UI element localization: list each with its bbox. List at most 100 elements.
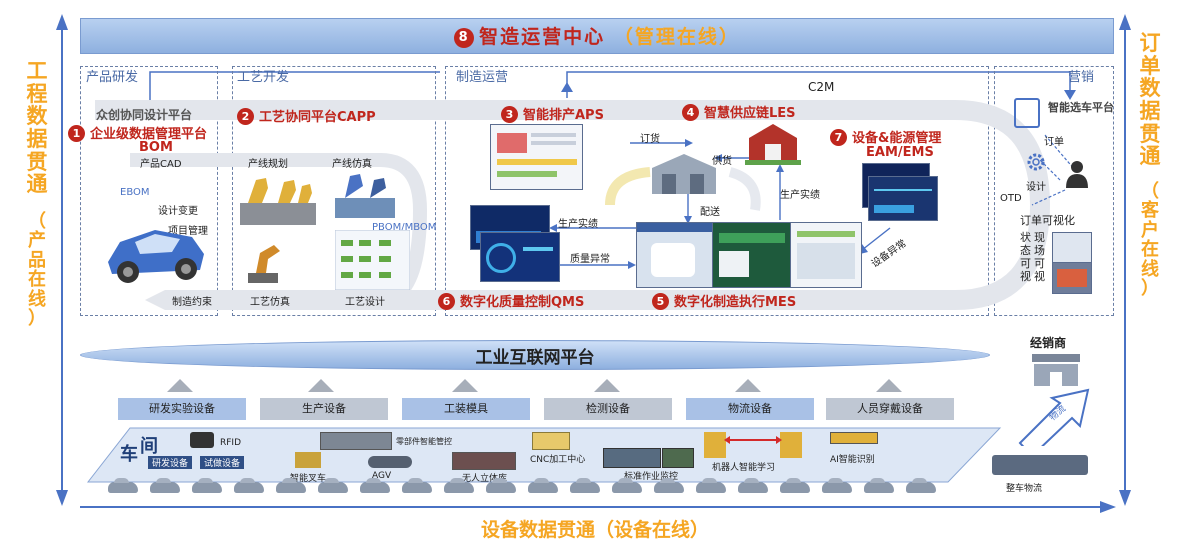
- label-ebom: EBOM: [120, 187, 150, 198]
- car-4: [234, 478, 264, 493]
- label-order-visual: 订单可视化: [1020, 214, 1075, 227]
- label-ai: AI智能识别: [830, 455, 875, 465]
- order-form-icon: [1014, 98, 1040, 128]
- aps-screenshot: [490, 124, 583, 190]
- label-line-sim: 产线仿真: [332, 159, 372, 170]
- supplier-barn-icon: [745, 124, 801, 165]
- header-bar: [80, 18, 1114, 54]
- label-constraint: 制造约束: [172, 297, 212, 308]
- label-pbom: PBOM/MBOM: [372, 222, 437, 233]
- device-inspection: 检测设备: [544, 398, 672, 420]
- robot-learning-icon: [704, 432, 802, 458]
- section-process-title: 工艺开发: [237, 70, 290, 85]
- label-live-visual: 现场可视: [1034, 231, 1045, 283]
- label-cnc: CNC加工中心: [530, 455, 586, 465]
- car-18: [822, 478, 852, 493]
- car-8: [402, 478, 432, 493]
- label-prod-report-2: 生产实绩: [558, 219, 598, 230]
- label-proc-design: 工艺设计: [345, 297, 385, 308]
- label-agv: AGV: [372, 471, 392, 481]
- m7-sub: EAM/EMS: [866, 145, 934, 160]
- car-14: [654, 478, 684, 493]
- car-1: [108, 478, 138, 493]
- eam-screenshot-2: [868, 176, 938, 221]
- concept-car-icon: [108, 230, 204, 283]
- car-7: [360, 478, 390, 493]
- parts-control-img: [320, 432, 392, 450]
- workshop-jian: 间: [140, 436, 158, 457]
- label-deliver: 配送: [700, 207, 720, 218]
- car-12: [570, 478, 600, 493]
- m1-line1: 众创协同设计平台: [96, 108, 193, 122]
- car-carrier-icon: [992, 455, 1088, 475]
- section-mfg-title: 制造运营: [456, 70, 509, 85]
- label-design: 设计: [1026, 182, 1046, 193]
- c2m-label: C2M: [808, 80, 835, 94]
- device-rd: 研发实验设备: [118, 398, 246, 420]
- mes-screen-3: [790, 222, 862, 288]
- device-logistics: 物流设备: [686, 398, 814, 420]
- label-forklift: 智能叉车: [290, 474, 327, 484]
- label-car-logistics: 整车物流: [1006, 484, 1043, 494]
- label-change: 设计变更: [158, 206, 198, 217]
- panel-process: [232, 66, 436, 316]
- car-17: [780, 478, 810, 493]
- label-warehouse: 无人立体库: [462, 474, 508, 484]
- section-marketing-title: 营销: [1068, 70, 1095, 85]
- arrow-up-6: [876, 379, 902, 392]
- panel-manufacturing: [445, 66, 989, 316]
- panel-product: [80, 66, 218, 316]
- header-main: 智造运营中心: [479, 26, 606, 48]
- gear-icon: [1027, 153, 1045, 171]
- label-line-plan: 产线规划: [248, 159, 288, 170]
- label-cad: 产品CAD: [140, 159, 182, 170]
- cnc-icon: [532, 432, 570, 450]
- car-13: [612, 478, 642, 493]
- car-15: [696, 478, 726, 493]
- label-supply: 供货: [712, 156, 732, 167]
- robot-arm-icon: [248, 245, 280, 283]
- label-rfid: RFID: [220, 438, 242, 448]
- badge-8: 8: [454, 28, 475, 48]
- label-otd: OTD: [1000, 193, 1022, 204]
- process-flow-icon: [335, 230, 410, 290]
- car-6: [318, 478, 348, 493]
- tag-rd-equip: 研发设备: [148, 456, 193, 469]
- warehouse-icon: [652, 154, 716, 194]
- label-proc-sim: 工艺仿真: [250, 297, 290, 308]
- customer-icon: [1066, 161, 1088, 188]
- robot-line-icon: [240, 178, 316, 225]
- standard-ops-img-1: [603, 448, 661, 468]
- arrow-up-3: [452, 379, 478, 392]
- arrow-up-5: [735, 379, 761, 392]
- device-wearable: 人员穿戴设备: [826, 398, 954, 420]
- label-robot: 机器人智能学习: [712, 463, 776, 473]
- line-sim-icon: [335, 174, 395, 218]
- section-product-title: 产品研发: [86, 70, 139, 85]
- label-standard: 标准作业监控: [624, 472, 679, 482]
- standard-ops-img-2: [662, 448, 694, 468]
- car-11: [528, 478, 558, 493]
- agv-icon: [368, 456, 412, 468]
- car-20: [906, 478, 936, 493]
- store-icon: [1032, 354, 1080, 386]
- logistics-arrow-icon: [1018, 388, 1090, 446]
- warehouse-img: [452, 452, 516, 470]
- platform-bar: [80, 340, 990, 370]
- label-parts: 零部件智能管控: [396, 437, 452, 446]
- car-5: [276, 478, 306, 493]
- dealer-label: 经销商: [1030, 336, 1067, 350]
- label-status-visual: 状态可视: [1020, 231, 1031, 283]
- smart-select-label: 智能选车平台: [1048, 101, 1114, 114]
